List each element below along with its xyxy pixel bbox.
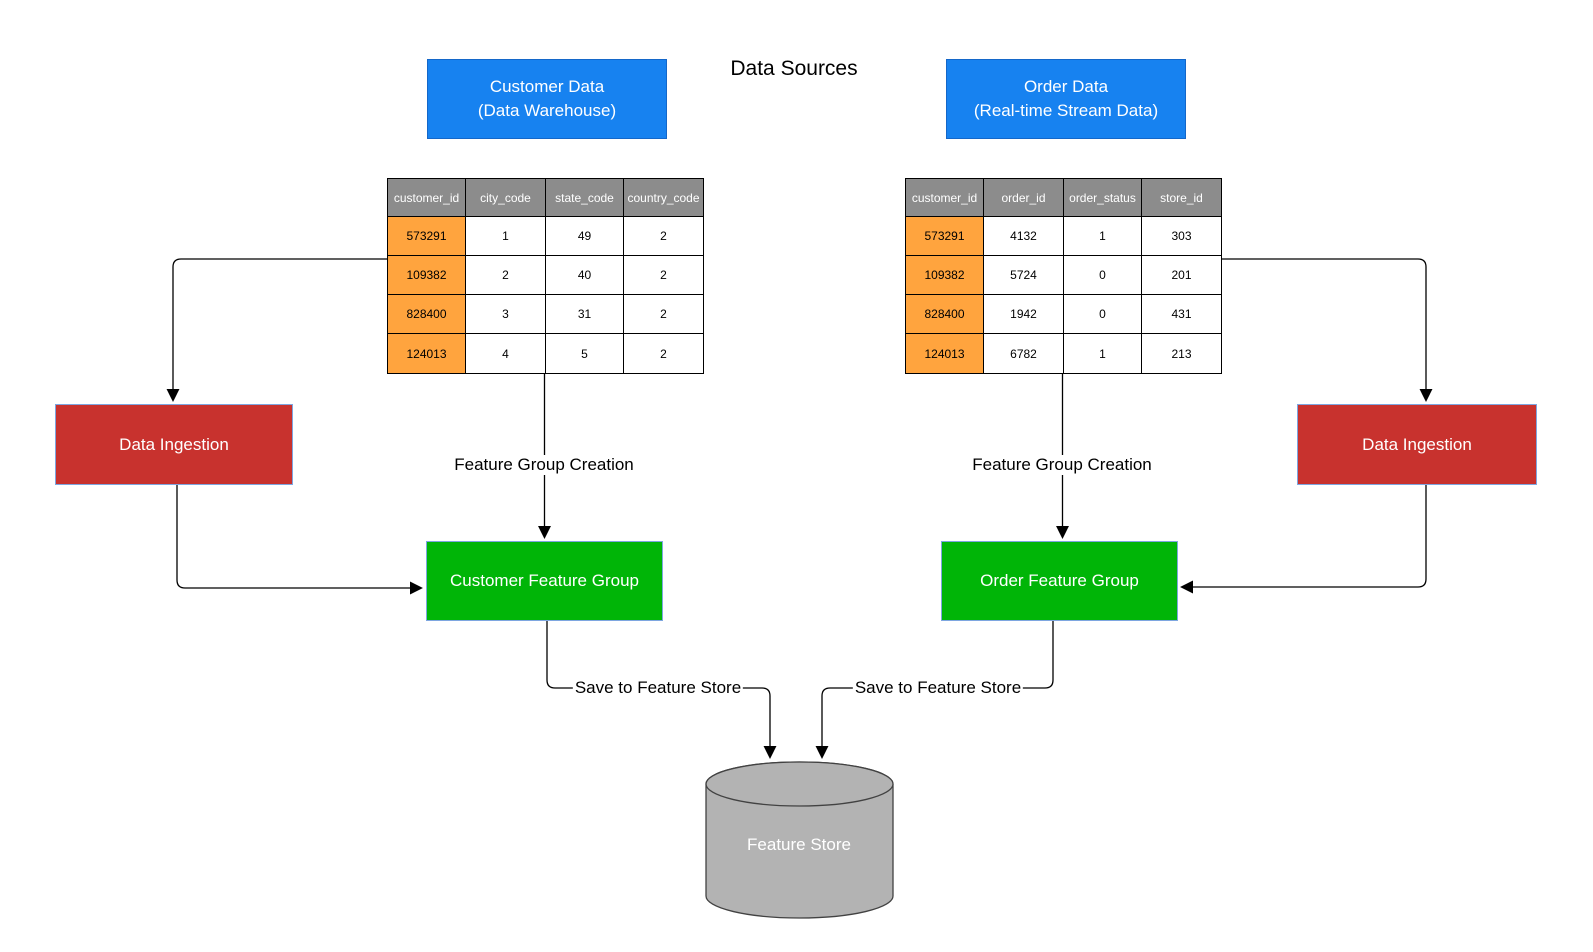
data-cell: 2 (466, 256, 546, 295)
column-header: country_code (624, 179, 703, 217)
column-header: customer_id (906, 179, 984, 217)
customer-feature-group-node: Customer Feature Group (426, 541, 663, 621)
column-header: city_code (466, 179, 546, 217)
key-cell: 828400 (388, 295, 466, 334)
diagram-title: Data Sources (730, 57, 858, 80)
data-cell: 4132 (984, 217, 1064, 256)
customer-feature-group-label: Customer Feature Group (450, 571, 639, 590)
key-cell: 109382 (388, 256, 466, 295)
feature-store-label: Feature Store (747, 835, 851, 854)
data-cell: 0 (1064, 256, 1142, 295)
data-cell: 1 (1064, 334, 1142, 373)
data-cell: 1 (466, 217, 546, 256)
data-cell: 2 (624, 217, 703, 256)
data-cell: 201 (1142, 256, 1221, 295)
order-data-source-label-line1: Order Data (1023, 77, 1109, 96)
arrow-order-table-to-ingestion (1220, 258, 1433, 402)
data-cell: 2 (624, 334, 703, 373)
data-ingestion-left-node: Data Ingestion (55, 404, 293, 485)
column-header: customer_id (388, 179, 466, 217)
order-feature-group-label: Order Feature Group (980, 571, 1139, 590)
data-ingestion-left-label: Data Ingestion (119, 434, 229, 454)
save-to-feature-store-right-label: Save to Feature Store (852, 678, 1024, 698)
data-ingestion-right-node: Data Ingestion (1297, 404, 1537, 485)
arrow-ingestion-left-to-feature-group (176, 485, 423, 595)
data-cell: 5 (546, 334, 624, 373)
data-cell: 1 (1064, 217, 1142, 256)
arrow-ingestion-right-to-feature-group (1180, 485, 1427, 594)
data-cell: 2 (624, 295, 703, 334)
customer-data-source-node: Customer Data (Data Warehouse) (427, 59, 667, 139)
data-cell: 303 (1142, 217, 1221, 256)
feature-group-creation-left-label: Feature Group Creation (452, 455, 636, 475)
order-feature-group-node: Order Feature Group (941, 541, 1178, 621)
data-cell: 5724 (984, 256, 1064, 295)
customer-data-source-label-line2: (Data Warehouse) (477, 101, 617, 120)
column-header: order_status (1064, 179, 1142, 217)
key-cell: 573291 (906, 217, 984, 256)
feature-store-cylinder (705, 761, 894, 919)
data-cell: 3 (466, 295, 546, 334)
customer-data-source-label-line1: Customer Data (489, 77, 605, 96)
data-cell: 6782 (984, 334, 1064, 373)
data-cell: 4 (466, 334, 546, 373)
order-data-source-node: Order Data (Real-time Stream Data) (946, 59, 1186, 139)
data-cell: 40 (546, 256, 624, 295)
data-cell: 1942 (984, 295, 1064, 334)
feature-group-creation-right-label: Feature Group Creation (970, 455, 1154, 475)
order-data-source-label-line2: (Real-time Stream Data) (973, 101, 1159, 120)
key-cell: 109382 (906, 256, 984, 295)
arrow-customer-table-to-ingestion (166, 258, 387, 402)
key-cell: 124013 (906, 334, 984, 373)
data-cell: 213 (1142, 334, 1221, 373)
column-header: store_id (1142, 179, 1221, 217)
data-cell: 431 (1142, 295, 1221, 334)
data-ingestion-right-label: Data Ingestion (1362, 434, 1472, 454)
column-header: state_code (546, 179, 624, 217)
save-to-feature-store-left-label: Save to Feature Store (572, 678, 744, 698)
key-cell: 124013 (388, 334, 466, 373)
data-cell: 2 (624, 256, 703, 295)
data-cell: 0 (1064, 295, 1142, 334)
column-header: order_id (984, 179, 1064, 217)
key-cell: 828400 (906, 295, 984, 334)
key-cell: 573291 (388, 217, 466, 256)
data-cell: 31 (546, 295, 624, 334)
data-cell: 49 (546, 217, 624, 256)
